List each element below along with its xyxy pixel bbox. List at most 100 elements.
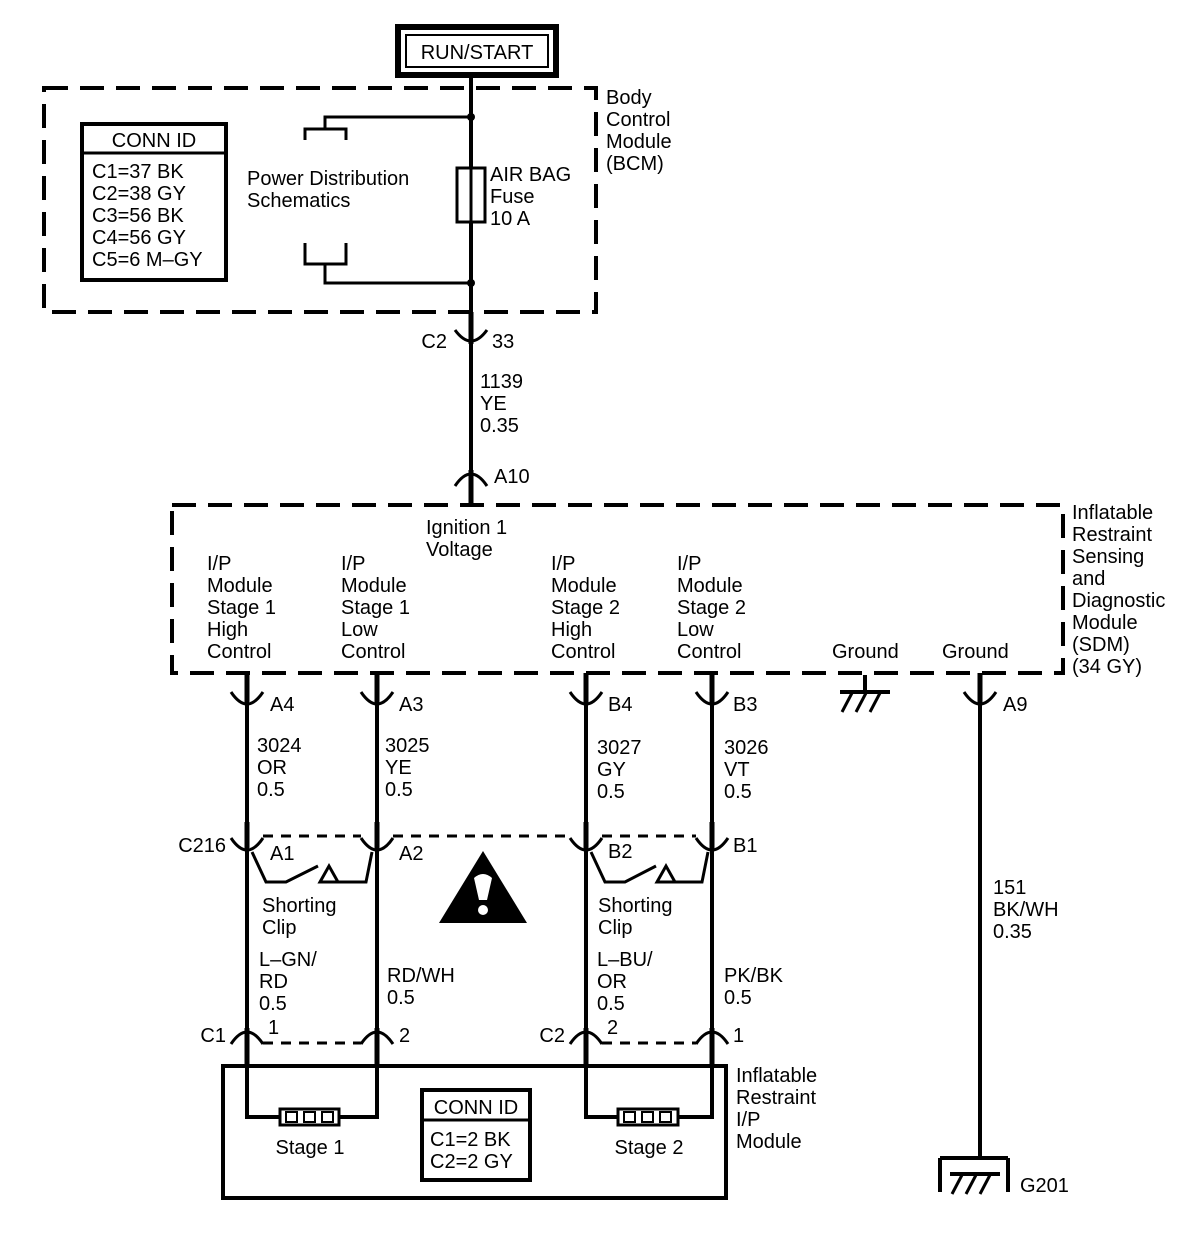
circuit-4-line-5: Control — [677, 641, 741, 663]
wire-3026: 3026 VT 0.5 — [710, 702, 769, 822]
sdm-pin-a4: A4 — [229, 673, 294, 716]
shorting-clip-1-line-2: Clip — [262, 917, 296, 939]
pds-line-2: Schematics — [247, 190, 350, 212]
wire-151-gauge: 0.35 — [993, 921, 1032, 943]
bcm-conn-id-3: C3=56 BK — [92, 205, 184, 227]
ip-module-name-line-3: I/P — [736, 1109, 760, 1131]
g201-ground-icon: G201 — [938, 1156, 1069, 1197]
wire-pk-bk-line-1: PK/BK — [724, 965, 784, 987]
bcm-name-line-3: Module — [606, 131, 672, 153]
circuit-1-line-5: Control — [207, 641, 271, 663]
wire-lbu-or-line-1: L–BU/ — [597, 949, 653, 971]
wire-3027: 3027 GY 0.5 — [584, 702, 642, 822]
circuit-1-line-1: I/P — [207, 553, 231, 575]
bcm-conn-id-4: C4=56 GY — [92, 227, 186, 249]
sdm-circuit-2-label: I/P Module Stage 1 Low Control — [341, 553, 410, 663]
ip-module-name-line-4: Module — [736, 1131, 802, 1153]
sdm-name-line-2: Restraint — [1072, 524, 1152, 546]
fuse-line-1: AIR BAG — [490, 164, 571, 186]
ignition-line-1: Ignition 1 — [426, 517, 507, 539]
ip-module-name-line-1: Inflatable — [736, 1065, 817, 1087]
sdm-pin-a3: A3 — [359, 673, 423, 716]
wire-1139-circuit: 1139 — [480, 371, 523, 393]
circuit-2-line-1: I/P — [341, 553, 365, 575]
ip-conn-id-table: CONN ID C1=2 BK C2=2 GY — [420, 1088, 532, 1182]
bcm-name-line-2: Control — [606, 109, 670, 131]
wire-3025-color: YE — [385, 757, 412, 779]
pin-a4-label: A4 — [270, 694, 294, 716]
wire-3027-circuit: 3027 — [597, 737, 642, 759]
bcm-conn-id-title: CONN ID — [112, 130, 196, 152]
circuit-3-line-5: Control — [551, 641, 615, 663]
sdm-circuit-3-label: I/P Module Stage 2 High Control — [551, 553, 620, 663]
sdm-ground-1-label: Ground — [832, 641, 899, 663]
ip-c2-id: C2 — [539, 1025, 565, 1047]
wire-3026-color: VT — [724, 759, 750, 781]
wire-151-circuit: 151 — [993, 877, 1026, 899]
pin-a3-label: A3 — [399, 694, 423, 716]
wire-3025-circuit: 3025 — [385, 735, 430, 757]
run-start-supply: RUN/START — [395, 24, 559, 78]
c2-connector: C2 33 — [421, 312, 514, 353]
circuit-3-line-1: I/P — [551, 553, 575, 575]
bcm-conn-id-5: C5=6 M–GY — [92, 249, 203, 271]
airbag-fuse: AIR BAG Fuse 10 A — [455, 78, 571, 318]
sdm-name-line-4: and — [1072, 568, 1105, 590]
c216-connector: C216 A1 A2 B2 B1 — [178, 822, 757, 865]
bcm-name-line-1: Body — [606, 87, 652, 109]
c216-pin-b2: B2 — [608, 841, 632, 863]
circuit-4-line-2: Module — [677, 575, 743, 597]
ip-c1-id: C1 — [200, 1025, 226, 1047]
c216-id: C216 — [178, 835, 226, 857]
fuse-line-2: Fuse — [490, 186, 534, 208]
ip-module-name-line-2: Restraint — [736, 1087, 816, 1109]
ip-c1-pin-2: 2 — [399, 1025, 410, 1047]
circuit-4-line-4: Low — [677, 619, 714, 641]
power-distribution-bracket: Power Distribution Schematics — [247, 115, 471, 285]
wire-3025: 3025 YE 0.5 — [375, 702, 430, 822]
wire-rd-wh-line-1: RD/WH — [387, 965, 455, 987]
wire-151: 151 BK/WH 0.35 — [978, 702, 1059, 1158]
ip-module: Inflatable Restraint I/P Module Stage 1 … — [221, 1064, 817, 1200]
shorting-clip-2: Shorting Clip — [589, 851, 710, 939]
sdm-pin-b4: B4 — [568, 673, 632, 716]
ip-conn-id-2: C2=2 GY — [430, 1151, 513, 1173]
bcm-conn-id-2: C2=38 GY — [92, 183, 186, 205]
wire-3024-color: OR — [257, 757, 287, 779]
shorting-clip-1-line-1: Shorting — [262, 895, 337, 917]
circuit-4-line-3: Stage 2 — [677, 597, 746, 619]
bcm-conn-id-1: C1=37 BK — [92, 161, 184, 183]
wire-3025-gauge: 0.5 — [385, 779, 413, 801]
wire-lgn-rd-line-3: 0.5 — [259, 993, 287, 1015]
stage-2-label: Stage 2 — [615, 1137, 684, 1159]
circuit-4-line-1: I/P — [677, 553, 701, 575]
ip-conn-id-title: CONN ID — [434, 1097, 518, 1119]
pds-line-1: Power Distribution — [247, 168, 409, 190]
circuit-2-line-3: Stage 1 — [341, 597, 410, 619]
bcm-name-line-4: (BCM) — [606, 153, 664, 175]
stage-1-deployment-loop: Stage 1 — [245, 1068, 379, 1159]
run-start-label: RUN/START — [421, 42, 534, 64]
sdm-circuit-4-label: I/P Module Stage 2 Low Control — [677, 553, 746, 663]
wire-3027-color: GY — [597, 759, 626, 781]
circuit-2-line-2: Module — [341, 575, 407, 597]
sdm-circuit-1-label: I/P Module Stage 1 High Control — [207, 553, 276, 663]
stage-1-label: Stage 1 — [276, 1137, 345, 1159]
shorting-clip-2-line-1: Shorting — [598, 895, 673, 917]
wire-1139-color: YE — [480, 393, 507, 415]
g201-label: G201 — [1020, 1175, 1069, 1197]
wire-lbu-or: L–BU/ OR 0.5 — [584, 848, 653, 1028]
c216-pin-b1: B1 — [733, 835, 757, 857]
circuit-1-line-3: Stage 1 — [207, 597, 276, 619]
wire-1139: 1139 YE 0.35 — [469, 344, 523, 470]
ip-c2-pin-1: 1 — [733, 1025, 744, 1047]
c216-pin-a1: A1 — [270, 843, 294, 865]
wire-rd-wh-line-2: 0.5 — [387, 987, 415, 1009]
wire-3024-gauge: 0.5 — [257, 779, 285, 801]
wire-lgn-rd-line-2: RD — [259, 971, 288, 993]
sdm-name-line-3: Sensing — [1072, 546, 1144, 568]
circuit-3-line-2: Module — [551, 575, 617, 597]
circuit-2-line-5: Control — [341, 641, 405, 663]
circuit-3-line-4: High — [551, 619, 592, 641]
